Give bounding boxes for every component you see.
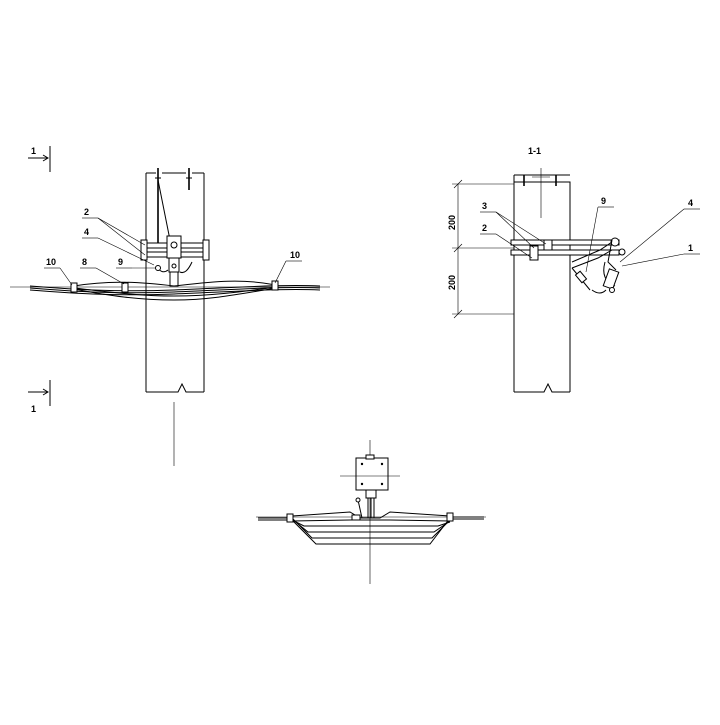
front-cable-tie-left xyxy=(70,282,78,293)
section-mark-bottom-label: 1 xyxy=(31,404,36,414)
side-view: 1-1 xyxy=(447,146,700,393)
plan-cable-tie-right xyxy=(446,512,454,522)
front-cable-tie-right xyxy=(271,280,279,291)
plan-view xyxy=(256,440,486,584)
side-callout-3: 3 xyxy=(482,201,487,211)
front-view: 2 4 10 8 9 10 xyxy=(10,168,330,466)
front-callout-10-left: 10 xyxy=(46,257,56,267)
side-dimension-lower: 200 xyxy=(447,275,457,290)
side-dimensions: 200 200 xyxy=(447,179,514,319)
side-dimension-upper: 200 xyxy=(447,215,457,230)
front-callout-2: 2 xyxy=(84,207,89,217)
side-callout-2: 2 xyxy=(482,223,487,233)
plan-mounting-plate xyxy=(355,457,389,491)
side-callout-4: 4 xyxy=(688,198,693,208)
plan-cable-tie-left xyxy=(286,513,294,523)
side-bands xyxy=(510,239,620,261)
plan-hanger xyxy=(355,489,377,519)
side-suspension-assembly xyxy=(571,237,626,294)
plan-cable-bundle xyxy=(258,511,484,545)
front-callout-9: 9 xyxy=(118,257,123,267)
front-callout-8: 8 xyxy=(82,257,87,267)
section-mark-bottom: 1 xyxy=(28,380,51,414)
side-callout-9: 9 xyxy=(601,196,606,206)
section-mark-top-label: 1 xyxy=(31,146,36,156)
front-callout-10-right: 10 xyxy=(290,250,300,260)
front-callouts: 2 4 10 8 9 10 xyxy=(44,207,302,286)
section-mark-top: 1 xyxy=(28,146,51,172)
side-callout-1: 1 xyxy=(688,243,693,253)
front-brace xyxy=(157,179,171,241)
plan-cable-tie-center xyxy=(351,514,361,521)
side-view-title: 1-1 xyxy=(528,146,541,156)
front-cable-tie-center xyxy=(121,282,129,293)
front-callout-4: 4 xyxy=(84,227,89,237)
side-pole xyxy=(513,168,571,393)
side-callouts: 3 2 9 4 1 xyxy=(480,196,700,273)
